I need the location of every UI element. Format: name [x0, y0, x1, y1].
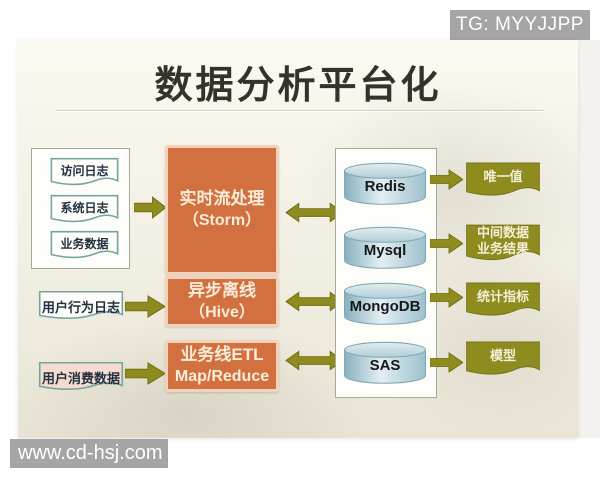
slide-title: 数据分析平台化	[154, 65, 442, 107]
source-behavior-log: 用户行为日志	[38, 290, 124, 325]
source-system-log: 系统日志	[50, 194, 119, 228]
storage-mongodb-label: MongoDB	[349, 298, 421, 315]
storage-mysql: Mysql	[341, 226, 429, 270]
storage-redis-label: Redis	[364, 178, 406, 195]
source-access-log-label: 访问日志	[60, 164, 109, 178]
database-cylinder-icon	[343, 226, 427, 269]
document-shape-icon	[50, 157, 119, 191]
storage-sas-label: SAS	[369, 357, 401, 374]
storage-mysql-label: Mysql	[363, 242, 407, 259]
arrow-right-icon	[430, 287, 463, 308]
output-unique-value: 唯一值	[465, 161, 541, 202]
banner-shape-icon	[466, 162, 540, 196]
processor-etl: 业务线ETL Map/Reduce	[165, 340, 279, 392]
processor-storm-tech: （Storm）	[182, 212, 262, 230]
source-business-data: 业务数据	[50, 230, 119, 264]
banner-shape-icon	[466, 282, 540, 316]
storage-sas: SAS	[341, 341, 429, 385]
source-consumption-data-label: 用户消费数据	[41, 371, 120, 386]
source-access-log: 访问日志	[50, 157, 119, 191]
processor-hive: 异步离线 （Hive）	[165, 276, 279, 327]
output-unique-value-label: 唯一值	[483, 169, 523, 185]
tg-watermark: TG: MYYJJPP	[450, 10, 590, 40]
output-statistics-metrics-label: 统计指标	[476, 289, 529, 305]
processor-storm-name: 实时流处理	[179, 189, 265, 209]
source-consumption-data: 用户消费数据	[38, 361, 124, 396]
site-watermark: www.cd-hsj.com	[10, 439, 168, 468]
title-divider	[56, 110, 544, 112]
page-margin-strip	[578, 40, 600, 438]
source-behavior-log-label: 用户行为日志	[41, 300, 120, 315]
storage-redis: Redis	[341, 162, 429, 206]
banner-shape-icon	[466, 224, 540, 261]
processor-hive-name: 异步离线	[188, 280, 256, 300]
output-intermediate-results-line2: 业务结果	[476, 241, 529, 256]
processor-hive-tech: （Hive）	[189, 303, 255, 321]
database-cylinder-icon	[343, 282, 427, 325]
database-cylinder-icon	[343, 162, 427, 205]
document-shape-icon	[50, 194, 119, 228]
processor-etl-name: 业务线ETL	[180, 345, 264, 365]
slide-canvas: 数据分析平台化 访问日志 系统日志 业务数据 用户行	[18, 40, 578, 438]
arrow-right-icon	[430, 352, 463, 373]
arrow-right-icon	[125, 362, 165, 385]
arrow-right-icon	[125, 295, 165, 318]
document-shape-icon	[38, 290, 124, 325]
arrow-right-icon	[134, 196, 166, 219]
arrow-right-icon	[430, 169, 463, 190]
source-system-log-label: 系统日志	[60, 201, 109, 215]
document-shape-icon	[38, 361, 124, 396]
processor-etl-tech: Map/Reduce	[174, 368, 270, 386]
output-statistics-metrics: 统计指标	[465, 281, 541, 322]
output-intermediate-results-line1: 中间数据	[476, 224, 529, 240]
banner-shape-icon	[466, 341, 540, 375]
database-cylinder-icon	[343, 341, 427, 384]
storage-mongodb: MongoDB	[341, 282, 429, 326]
arrow-right-icon	[430, 233, 463, 254]
output-model-label: 模型	[489, 348, 516, 364]
output-intermediate-results: 中间数据 业务结果	[465, 223, 541, 267]
document-shape-icon	[50, 230, 119, 264]
processor-storm: 实时流处理 （Storm）	[165, 145, 279, 275]
source-business-data-label: 业务数据	[60, 237, 109, 251]
output-model: 模型	[465, 340, 541, 381]
